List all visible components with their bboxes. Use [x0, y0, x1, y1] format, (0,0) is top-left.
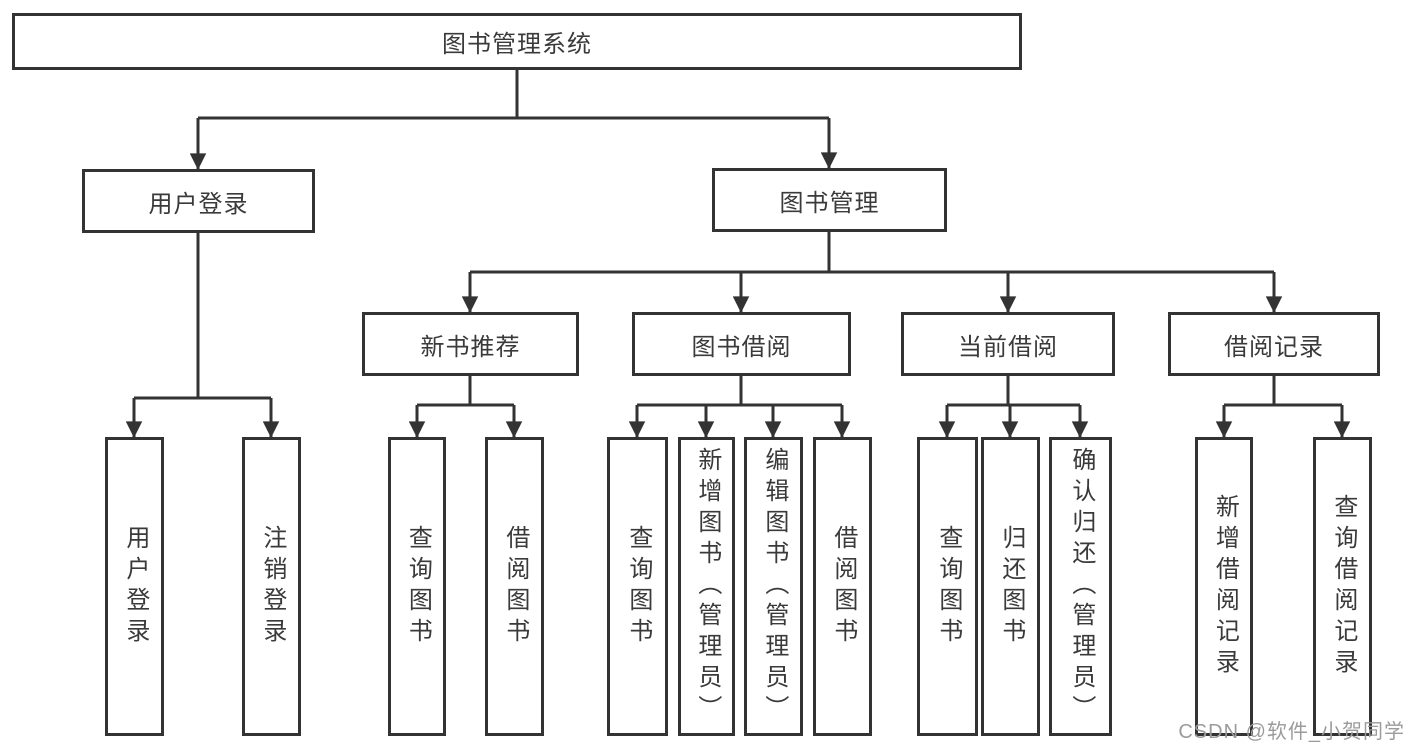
node-root: 图书管理系统 — [12, 13, 1022, 70]
leaf-recommend-query-books: 查询图书 — [388, 437, 446, 736]
leaf-user-login-label: 用户登录 — [121, 524, 149, 649]
node-new-book-recommend-label: 新书推荐 — [420, 333, 521, 361]
node-root-label: 图书管理系统 — [442, 31, 592, 58]
leaf-recommend-query-books-label: 查询图书 — [404, 524, 432, 649]
csdn-watermark: CSDN @软件_小贺同学 — [1178, 721, 1405, 743]
node-borrow-records-label: 借阅记录 — [1224, 333, 1324, 361]
leaf-records-query-record-label: 查询借阅记录 — [1329, 493, 1357, 680]
leaf-borrow-add-books-admin: 新增图书（管理员） — [678, 437, 735, 736]
leaf-borrow-add-books-admin-label: 新增图书（管理员） — [693, 447, 721, 726]
node-book-management: 图书管理 — [712, 168, 947, 232]
connector-book-mgmt — [470, 232, 1274, 274]
leaf-borrow-edit-books-admin: 编辑图书（管理员） — [744, 437, 803, 736]
node-book-management-label: 图书管理 — [779, 189, 880, 217]
leaf-recommend-borrow-books-label: 借阅图书 — [501, 524, 529, 649]
connector-recommend — [417, 376, 514, 407]
node-user-login-label: 用户登录 — [148, 190, 249, 218]
node-book-borrow: 图书借阅 — [632, 312, 851, 376]
node-user-login: 用户登录 — [82, 169, 315, 233]
connector-current — [947, 376, 1080, 407]
node-new-book-recommend: 新书推荐 — [362, 312, 579, 376]
leaf-borrow-borrow-books-label: 借阅图书 — [829, 524, 857, 649]
leaf-borrow-borrow-books: 借阅图书 — [813, 437, 872, 736]
leaf-logout: 注销登录 — [242, 437, 301, 736]
leaf-borrow-edit-books-admin-label: 编辑图书（管理员） — [760, 447, 788, 726]
connector-records — [1224, 376, 1342, 407]
leaf-current-return-books-label: 归还图书 — [997, 524, 1025, 649]
connector-borrow — [637, 376, 842, 407]
leaf-recommend-borrow-books: 借阅图书 — [485, 437, 544, 736]
leaf-records-add-record-label: 新增借阅记录 — [1211, 493, 1239, 680]
leaf-records-add-record: 新增借阅记录 — [1195, 437, 1253, 736]
leaf-current-confirm-return-admin: 确认归还（管理员） — [1049, 437, 1112, 736]
node-current-borrow: 当前借阅 — [901, 312, 1115, 376]
leaf-borrow-query-books: 查询图书 — [607, 437, 668, 736]
leaf-user-login: 用户登录 — [105, 437, 164, 736]
leaf-records-query-record: 查询借阅记录 — [1313, 437, 1372, 736]
leaf-logout-label: 注销登录 — [258, 524, 286, 649]
leaf-borrow-query-books-label: 查询图书 — [624, 524, 652, 649]
node-current-borrow-label: 当前借阅 — [958, 333, 1058, 361]
node-book-borrow-label: 图书借阅 — [691, 333, 792, 361]
connector-root-to-level2 — [198, 70, 829, 120]
node-borrow-records: 借阅记录 — [1168, 312, 1380, 376]
leaf-current-confirm-return-admin-label: 确认归还（管理员） — [1067, 447, 1095, 726]
connector-user-login — [134, 233, 271, 400]
leaf-current-query-books-label: 查询图书 — [934, 524, 962, 649]
leaf-current-query-books: 查询图书 — [917, 437, 978, 736]
leaf-current-return-books: 归还图书 — [981, 437, 1040, 736]
